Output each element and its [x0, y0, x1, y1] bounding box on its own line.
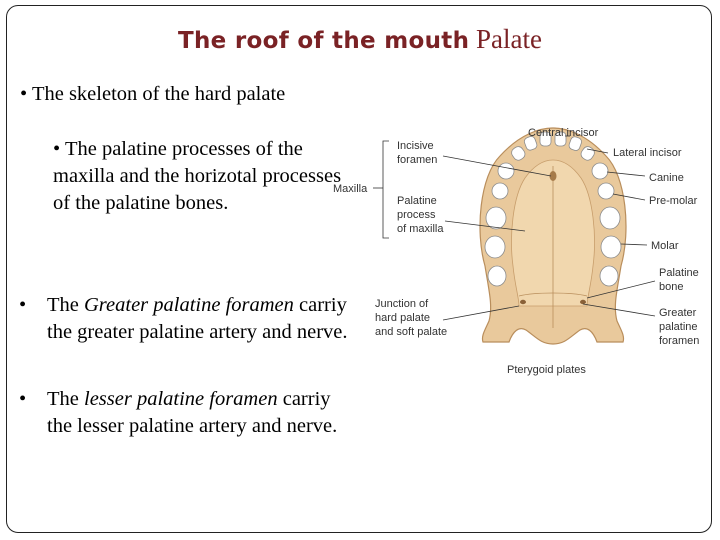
- label-process: process: [397, 209, 436, 221]
- label-pterygoid: Pterygoid plates: [507, 364, 586, 376]
- transverse-suture: [518, 292, 588, 297]
- bullet-text-pre: The: [47, 294, 84, 316]
- label-incisive: Incisive: [397, 140, 434, 152]
- label-foramen: foramen: [397, 154, 437, 166]
- tooth: [568, 136, 582, 151]
- label-junction-1: Junction of: [375, 298, 429, 310]
- tooth: [600, 235, 622, 259]
- bullet-text: The palatine processes of the maxilla an…: [53, 138, 342, 214]
- bullet-marker: •: [53, 138, 61, 160]
- label-molar: Molar: [651, 240, 679, 252]
- label-greater-1: Greater: [659, 307, 697, 319]
- bullet-text-italic: Greater palatine foramen: [84, 294, 294, 316]
- palatine-bone-line: [586, 280, 656, 299]
- label-maxilla: Maxilla: [333, 183, 368, 195]
- label-central-incisor: Central incisor: [528, 127, 599, 139]
- tooth: [539, 131, 552, 147]
- greater-palatine-foramen-left: [520, 299, 526, 305]
- label-junction-3: and soft palate: [375, 326, 447, 338]
- lateral-incisor-line: [586, 148, 609, 154]
- tooth: [485, 206, 507, 230]
- label-pre-molar: Pre-molar: [649, 195, 698, 207]
- greater-palatine-line: [582, 303, 656, 317]
- bullet-text: The skeleton of the hard palate: [31, 83, 286, 105]
- title-part-1: The roof of the mouth: [178, 28, 470, 54]
- junction-line: [442, 305, 520, 321]
- label-canine: Canine: [649, 172, 684, 184]
- tooth: [523, 136, 538, 151]
- title-part-2: Palate: [476, 24, 542, 54]
- palatine-process-line: [444, 220, 526, 232]
- label-palatine-bone-2: bone: [659, 281, 683, 293]
- bullet-text: The lesser palatine foramen carriy the l…: [47, 386, 349, 440]
- greater-palatine-foramen-right: [580, 299, 586, 305]
- bullet-lesser-palatine: • The lesser palatine foramen carriy the…: [19, 386, 349, 440]
- tooth: [484, 235, 506, 259]
- label-greater-3: foramen: [659, 335, 699, 347]
- hard-palate-illustration: [479, 127, 627, 345]
- tooth: [497, 162, 515, 180]
- incisive-line: [442, 155, 552, 177]
- pre-molar-line: [612, 193, 646, 201]
- bullet-text-post: carriy the greater palatine artery and n…: [47, 294, 348, 343]
- slide-title: The roof of the mouth Palate: [7, 24, 713, 56]
- tooth: [599, 206, 621, 230]
- tooth: [511, 146, 526, 161]
- leader-lines: [373, 135, 656, 321]
- label-of-maxilla: of maxilla: [397, 223, 444, 235]
- bullet-hard-palate: • The skeleton of the hard palate: [20, 81, 320, 108]
- tooth: [554, 131, 567, 147]
- bullet-text-pre: The: [47, 388, 84, 410]
- label-palatine-bone-1: Palatine: [659, 267, 699, 279]
- tooth: [491, 182, 509, 200]
- palate-diagram: Central incisor Incisive foramen Maxilla…: [333, 127, 699, 376]
- bullet-marker: •: [20, 83, 28, 105]
- bullet-text-italic: lesser palatine foramen: [84, 388, 278, 410]
- canine-line: [606, 171, 646, 177]
- slide-frame: The roof of the mouth Palate • The skele…: [6, 5, 712, 533]
- bullet-text-post: carriy the lesser palatine artery and ne…: [47, 388, 338, 437]
- tooth: [597, 182, 615, 200]
- tooth: [599, 265, 619, 287]
- maxilla-bracket: [382, 140, 389, 239]
- tooth: [487, 265, 507, 287]
- tooth: [591, 162, 609, 180]
- label-greater-2: palatine: [659, 321, 698, 333]
- molar-line: [620, 243, 648, 246]
- bullet-greater-palatine: • The Greater palatine foramen carriy th…: [19, 292, 349, 346]
- bullet-marker: •: [19, 294, 27, 316]
- label-lateral-incisor: Lateral incisor: [613, 147, 682, 159]
- teeth: [484, 131, 622, 287]
- bullet-palatine-processes: • The palatine processes of the maxilla …: [53, 136, 343, 217]
- incisive-foramen: [549, 171, 557, 181]
- bullet-text: The Greater palatine foramen carriy the …: [47, 292, 349, 346]
- label-palatine: Palatine: [397, 195, 437, 207]
- label-junction-2: hard palate: [375, 312, 430, 324]
- bullet-marker: •: [19, 388, 27, 410]
